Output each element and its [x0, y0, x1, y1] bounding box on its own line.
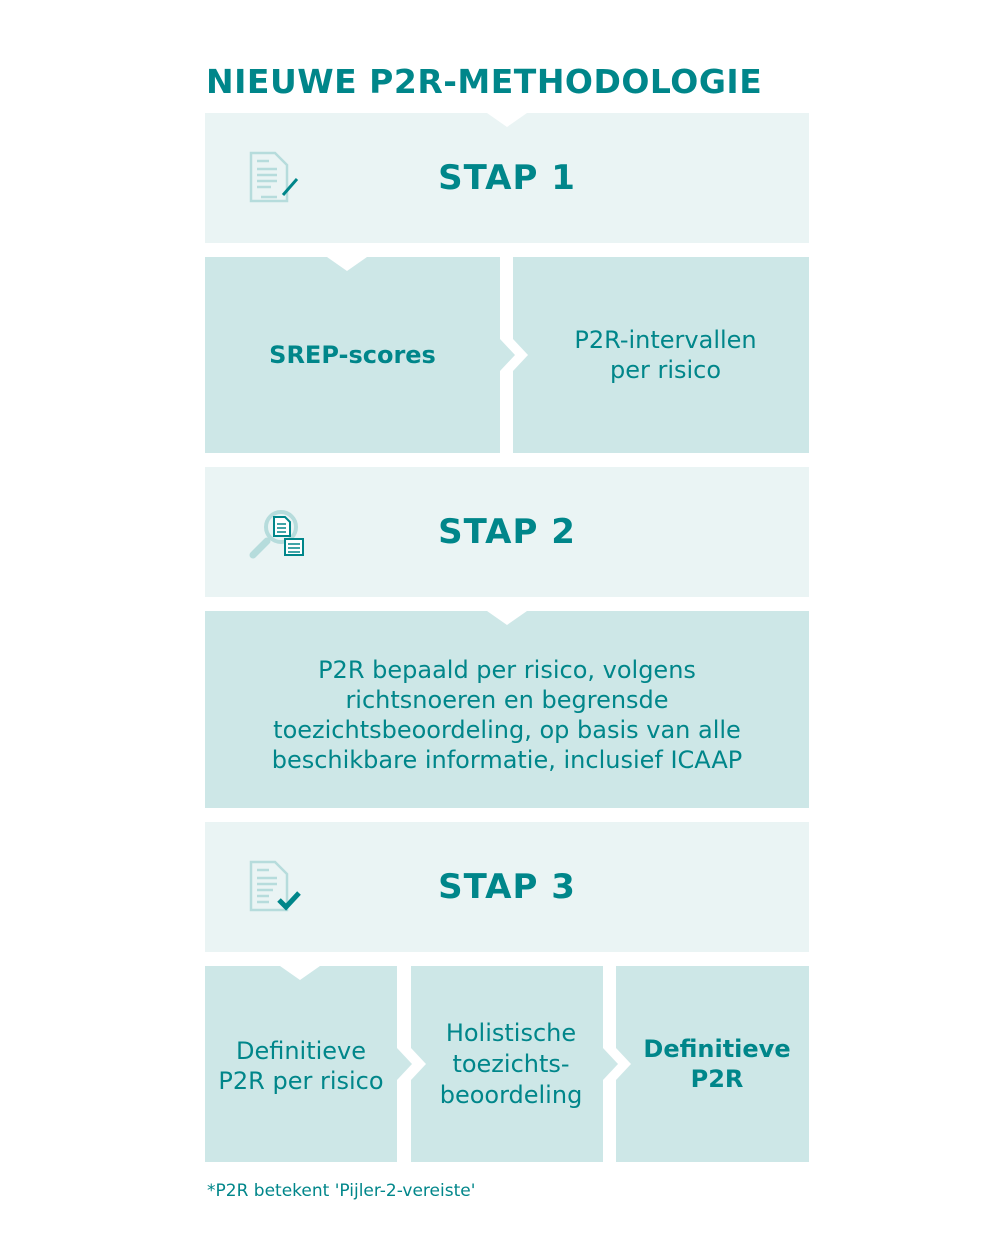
srep-scores-box: SREP-scores — [205, 257, 515, 453]
holistic-assessment-text: Holistische toezichts-beoordeling — [439, 1018, 583, 1109]
p2r-intervals-text: P2R-intervallen per risico — [574, 326, 757, 384]
page-title: NIEUWE P2R-METHODOLOGIE — [206, 62, 763, 101]
final-p2r-text: Definitieve P2R — [643, 1035, 791, 1093]
step-1-label: STAP 1 — [438, 158, 576, 198]
step-2-header: STAP 2 — [205, 467, 809, 597]
p2r-intervals-box: P2R-intervallen per risico — [513, 257, 809, 453]
p2r-determined-text: P2R bepaald per risico, volgens richtsno… — [271, 655, 743, 774]
final-p2r-per-risk-text: Definitieve P2R per risico — [218, 1037, 384, 1095]
final-p2r-box: Definitieve P2R — [616, 966, 809, 1162]
step-1-header: STAP 1 — [205, 113, 809, 243]
footnote: *P2R betekent 'Pijler-2-vereiste' — [207, 1181, 476, 1201]
magnifier-document-icon — [249, 510, 304, 559]
step-2-label: STAP 2 — [438, 512, 576, 552]
step-3-label: STAP 3 — [438, 867, 576, 907]
p2r-determined-box: P2R bepaald per risico, volgens richtsno… — [205, 611, 809, 808]
step-3-header: STAP 3 — [205, 822, 809, 952]
document-edit-icon — [249, 151, 299, 203]
holistic-assessment-box: Holistische toezichts-beoordeling — [411, 966, 618, 1162]
final-p2r-per-risk-box: Definitieve P2R per risico — [205, 966, 412, 1162]
document-check-icon — [249, 860, 301, 912]
srep-scores-text: SREP-scores — [269, 341, 436, 369]
